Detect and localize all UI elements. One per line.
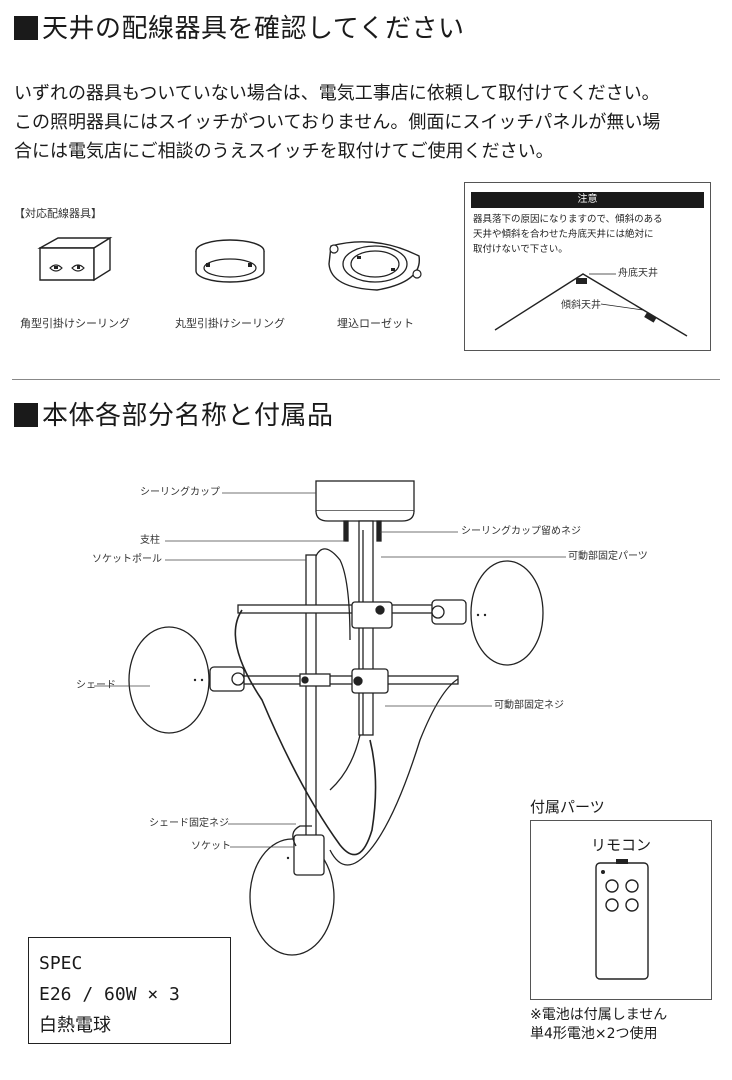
section1-paragraph: いずれの器具もついていない場合は、電気工事店に依頼して取付けてください。 この照… [14, 79, 660, 166]
paragraph-line: この照明器具にはスイッチがついておりません。側面にスイッチパネルが無い場 [14, 112, 661, 133]
remote-control-icon [595, 859, 649, 980]
fixture-diagram [94, 480, 566, 956]
accessories-box: リモコン [530, 820, 712, 1000]
caution-box: 注意 器具落下の原因になりますので、傾斜のある 天井や傾斜を合わせた舟底天井には… [464, 182, 711, 351]
movable-fixing-part [351, 601, 393, 629]
note-line2: 単4形電池×2つ使用 [530, 1026, 658, 1042]
ceiling-cup [315, 480, 415, 512]
label-ceiling-cup-screw: シーリングカップ留めネジ [461, 526, 581, 537]
sloped-ceiling-label: 傾斜天井 [561, 300, 601, 311]
label-ceiling-cup: シーリングカップ [140, 487, 220, 498]
embedded-rosette-icon [328, 241, 422, 291]
paragraph-line: 合には電気店にご相談のうえスイッチを取付けてご使用ください。 [14, 141, 554, 162]
fixture-label-square: 角型引掛けシーリング [20, 317, 130, 330]
remote-label: リモコン [590, 836, 651, 854]
spec-box: SPEC E26 / 60W × 3 白熱電球 [28, 937, 231, 1044]
round-ceiling-socket-icon [195, 239, 265, 283]
note-line1: ※電池は付属しません [530, 1007, 668, 1023]
square-bullet-icon [14, 403, 38, 427]
shade-left [128, 626, 210, 734]
section-divider [12, 379, 720, 380]
accessories-note: ※電池は付属しません 単4形電池×2つ使用 [530, 1006, 667, 1044]
paragraph-line: いずれの器具もついていない場合は、電気工事店に依頼して取付けてください。 [14, 83, 660, 104]
boat-ceiling-label: 舟底天井 [618, 268, 658, 279]
label-socket: ソケット [191, 841, 231, 852]
label-support: 支柱 [140, 535, 160, 546]
section1-title: 天井の配線器具を確認してください [14, 14, 464, 44]
square-ceiling-socket-icon [37, 236, 113, 282]
caution-header: 注意 [471, 192, 704, 208]
shade-right [470, 560, 544, 666]
accessories-title: 付属パーツ [530, 798, 605, 816]
sloped-ceiling-fixture-icon [644, 311, 657, 323]
fixture-label-round: 丸型引掛けシーリング [175, 317, 285, 330]
fixture-label-rosette: 埋込ローゼット [337, 317, 414, 330]
socket-pole [305, 554, 317, 841]
label-shade-fixing-screw: シェード固定ネジ [149, 818, 229, 829]
section2-title: 本体各部分名称と付属品 [14, 401, 334, 431]
ceiling-slope-diagram [494, 273, 688, 337]
label-movable-fixing-part: 可動部固定パーツ [568, 551, 648, 562]
label-shade: シェード [76, 680, 116, 691]
square-bullet-icon [14, 16, 38, 40]
label-socket-pole: ソケットポール [92, 554, 162, 565]
boat-ceiling-fixture-icon [576, 278, 587, 284]
spec-title: SPEC [39, 953, 83, 974]
spec-line1: E26 / 60W × 3 [39, 984, 180, 1005]
caution-text: 器具落下の原因になりますので、傾斜のある 天井や傾斜を合わせた舟底天井には絶対に… [473, 214, 663, 255]
fixtures-heading: 【対応配線器具】 [14, 207, 102, 220]
label-movable-fixing-screw: 可動部固定ネジ [494, 700, 564, 711]
spec-line2: 白熱電球 [39, 1015, 111, 1036]
